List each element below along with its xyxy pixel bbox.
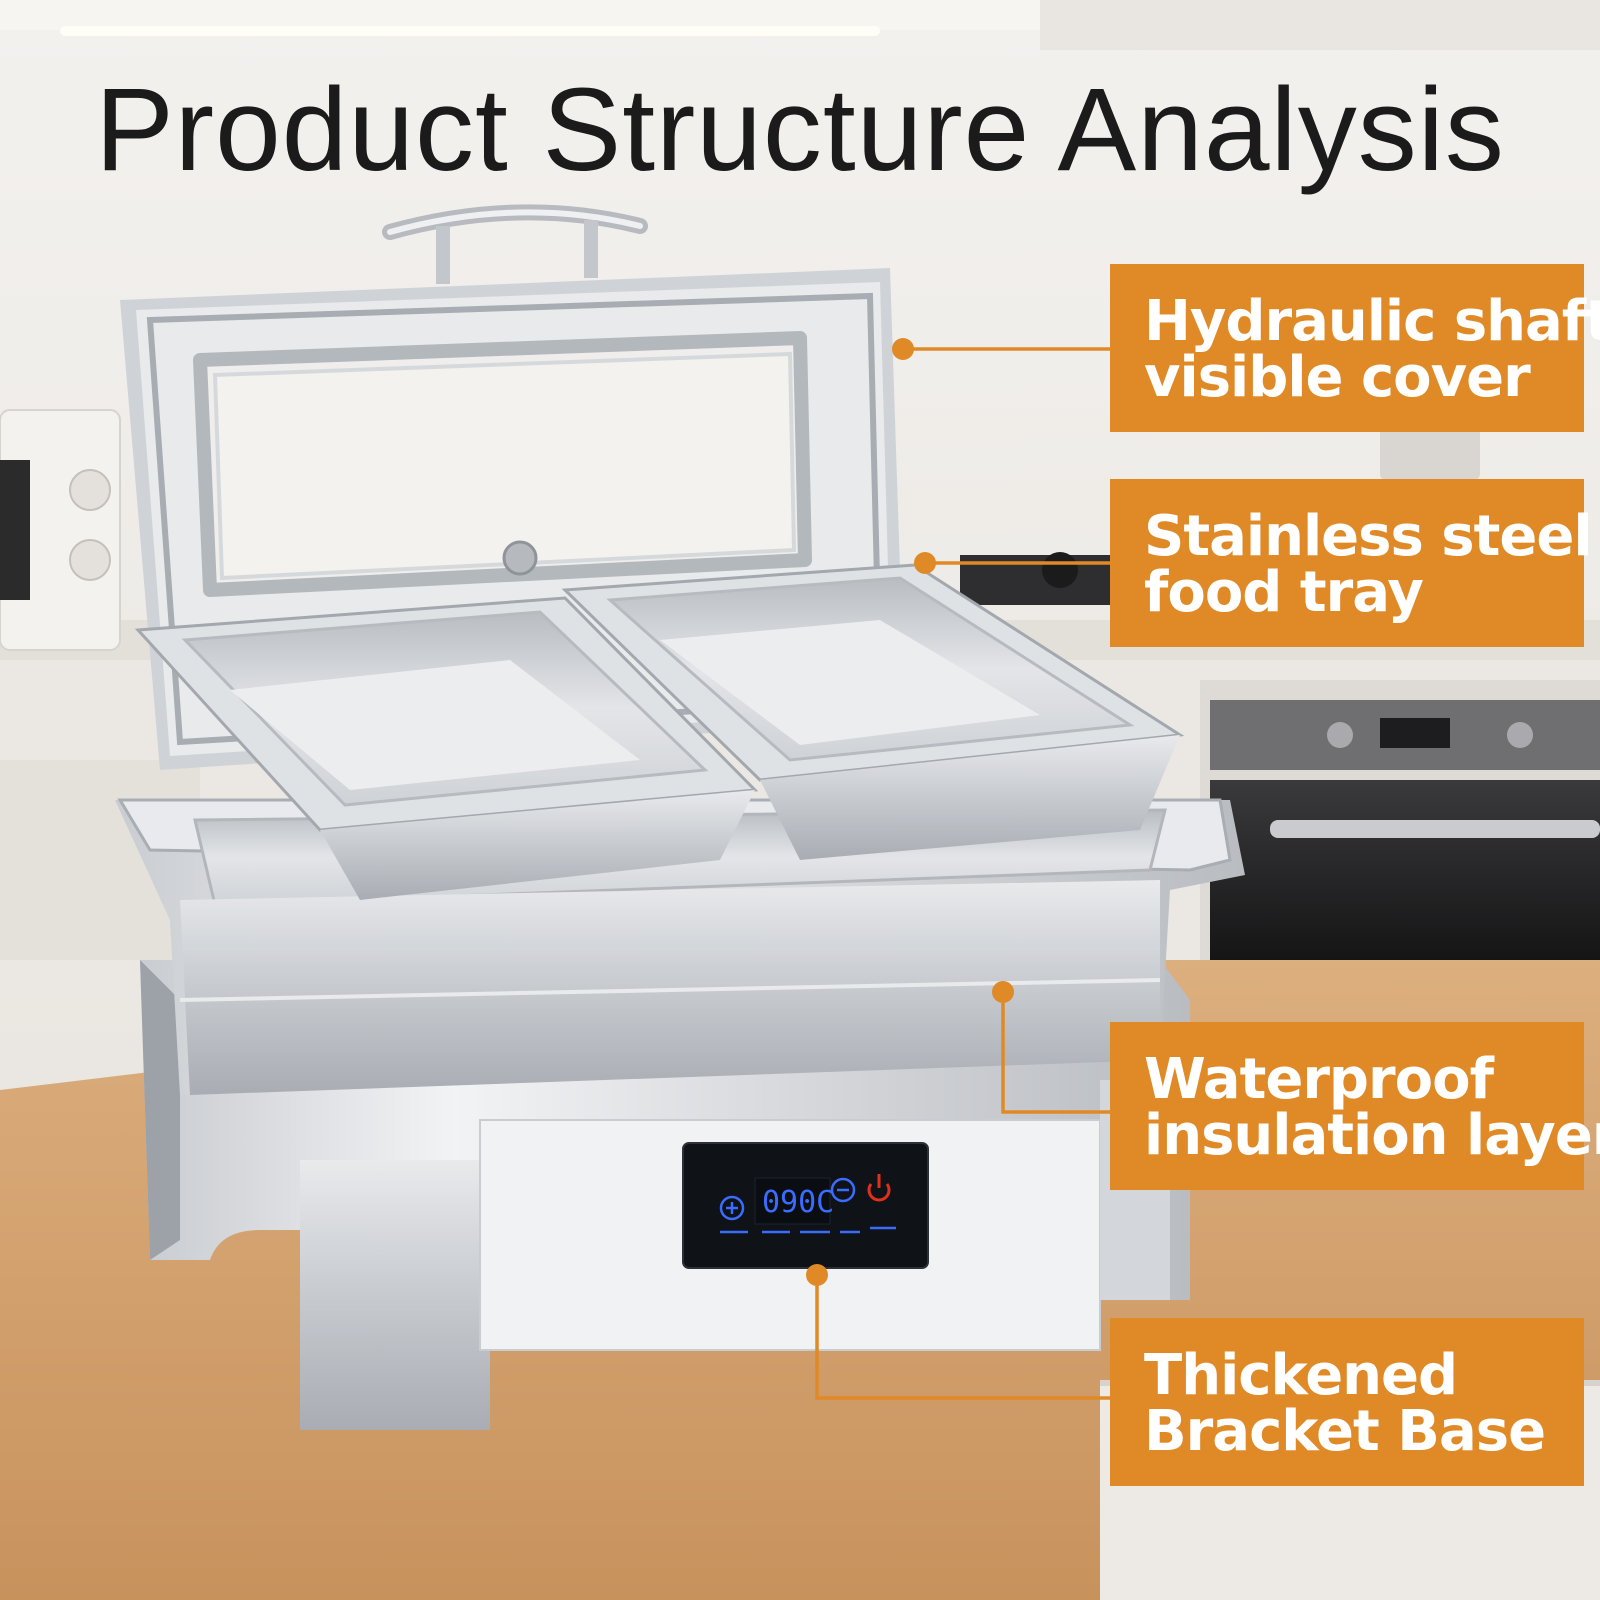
under-cabinet-light: [60, 26, 880, 36]
label-line-1: Waterproof: [1144, 1047, 1494, 1112]
label-line-2: visible cover: [1144, 345, 1531, 410]
label-line-1: Hydraulic shaft: [1144, 289, 1600, 354]
label-line-1: Stainless steel: [1144, 504, 1593, 569]
temperature-display: 090C: [762, 1185, 834, 1220]
callout-connectors: [806, 338, 1110, 1400]
food-tray-right: [561, 563, 1185, 860]
plus-circle-icon[interactable]: [719, 1195, 745, 1221]
wall-oven: [1200, 680, 1600, 960]
label-line-2: Bracket Base: [1144, 1399, 1546, 1464]
label-line-2: food tray: [1144, 560, 1424, 625]
range-hood: [1040, 0, 1600, 50]
label-line-2: insulation layer: [1144, 1103, 1600, 1168]
power-icon[interactable]: [867, 1174, 891, 1202]
food-tray-left: [134, 596, 759, 900]
label-bracket-base: Thickened Bracket Base: [1110, 1318, 1584, 1486]
label-line-1: Thickened: [1144, 1343, 1458, 1408]
kettle: [1380, 420, 1480, 480]
label-food-tray: Stainless steel food tray: [1110, 479, 1593, 647]
label-insulation-layer: Waterproof insulation layer: [1110, 1022, 1600, 1190]
control-panel: 090C: [682, 1142, 929, 1269]
page-title: Product Structure Analysis: [95, 64, 1505, 196]
minus-circle-icon[interactable]: [830, 1177, 856, 1203]
microwave: [0, 409, 121, 651]
label-hydraulic-cover: Hydraulic shaft visible cover: [1110, 264, 1600, 432]
